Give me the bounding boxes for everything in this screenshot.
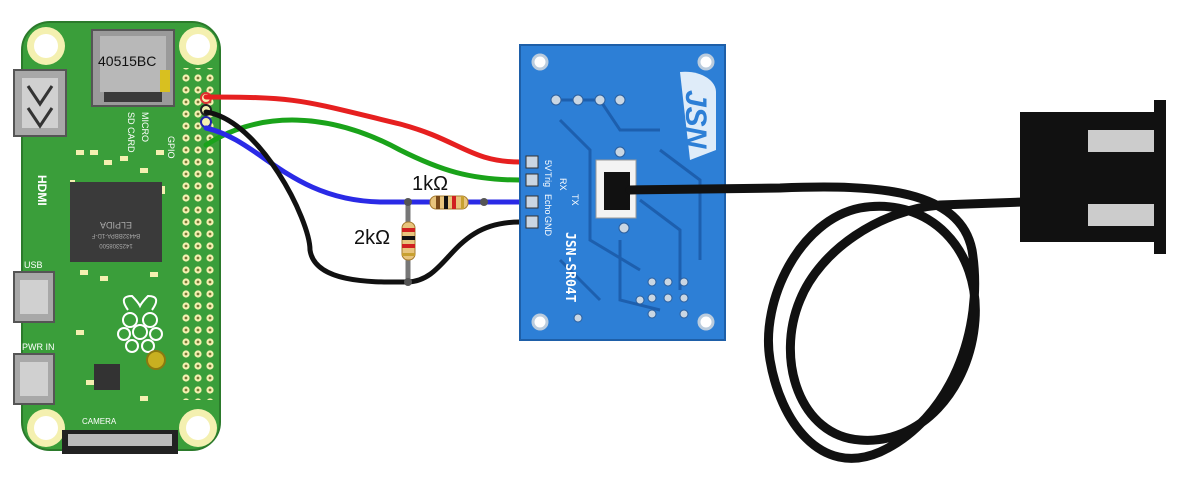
resistor-2k <box>401 221 416 261</box>
sensor-model-label: JSN-SR04T <box>562 232 577 303</box>
micro-sd-slot: 40515BC <box>91 29 175 107</box>
hdmi-label: HDMI <box>35 175 49 206</box>
ram-chip: ELPIDA B4432BBPA-1D-F 1425308500 <box>70 182 162 262</box>
sd-card-label: SD CARD <box>126 112 136 153</box>
pin-label-trig: Trig <box>543 172 553 187</box>
ultrasonic-transducer <box>1020 100 1166 254</box>
ram-code-1: B4432BBPA-1D-F <box>92 232 141 238</box>
usb-label: USB <box>24 260 43 270</box>
resistor-1k <box>429 195 469 210</box>
jsn-brand-label: JSN <box>679 90 712 150</box>
wire-green-trig <box>203 117 523 183</box>
pcb-pads <box>550 94 689 323</box>
gpio-header <box>182 68 218 400</box>
sensor-pin-header <box>525 155 539 229</box>
resistor-2k-label: 2kΩ <box>354 227 390 249</box>
resistor-1k-label: 1kΩ <box>412 173 448 195</box>
wire-black-gnd <box>203 109 523 285</box>
tx-label: TX <box>570 194 580 206</box>
jsn-logo-icon: JSN <box>679 71 716 160</box>
sensor-pin-labels: 5V Trig Echo GND RX TX <box>543 160 580 237</box>
pwr-in-label: PWR IN <box>22 342 55 352</box>
small-chip <box>94 364 120 390</box>
sd-chip-label: 40515BC <box>98 53 156 69</box>
gpio-pin-echo <box>200 116 212 128</box>
wire-blue-echo <box>203 125 523 205</box>
rx-label: RX <box>558 178 568 191</box>
ram-brand: ELPIDA <box>100 220 132 230</box>
pin-label-5v: 5V <box>543 160 553 171</box>
camera-label: CAMERA <box>82 417 117 426</box>
pin-label-gnd: GND <box>543 216 553 237</box>
gpio-label: GPIO <box>166 136 176 159</box>
mini-hdmi-port <box>13 69 67 137</box>
micro-label: MICRO <box>140 112 150 142</box>
pcb-traces <box>558 98 702 312</box>
raspberry-pi-zero-board: 40515BC HDMI MICRO SD CARD GPIO <box>13 21 221 454</box>
wire-red-5v <box>203 94 523 165</box>
pin-label-echo: Echo <box>543 194 553 215</box>
ram-code-2: 1425308500 <box>99 242 133 248</box>
probe-cable <box>625 182 1083 463</box>
wires <box>203 94 523 285</box>
voltage-divider: 1kΩ 2kΩ <box>354 173 488 286</box>
raspberry-logo-icon <box>117 294 163 353</box>
test-pad <box>146 350 166 370</box>
